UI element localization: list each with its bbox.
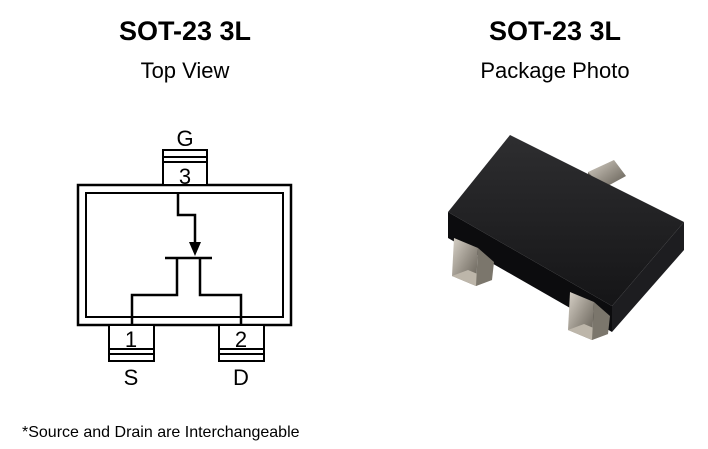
pin-2-number: 2 [235, 327, 247, 352]
pin-1-source: 1 S [108, 324, 155, 390]
package-photo-title: SOT-23 3L [488, 16, 622, 46]
package-body [448, 135, 684, 306]
pin-2-label: D [233, 365, 249, 390]
package-photo [448, 135, 684, 340]
top-view-title: SOT-23 3L [118, 16, 252, 46]
top-view-subtitle: Top View [140, 58, 230, 83]
pin-2-drain: 2 D [218, 324, 265, 390]
pin-1-label: S [124, 365, 139, 390]
footnote: *Source and Drain are Interchangeable [22, 424, 300, 441]
package-body-inner [85, 192, 284, 318]
package-body-outer [76, 183, 293, 327]
jfet-symbol [130, 193, 243, 325]
pin-3-number: 3 [179, 164, 191, 189]
pin-1-number: 1 [125, 327, 137, 352]
gate-arrow-icon [189, 242, 201, 256]
package-photo-subtitle: Package Photo [480, 58, 630, 83]
pin-3-label: G [176, 126, 193, 151]
pin-3-gate: 3 G [162, 126, 208, 189]
